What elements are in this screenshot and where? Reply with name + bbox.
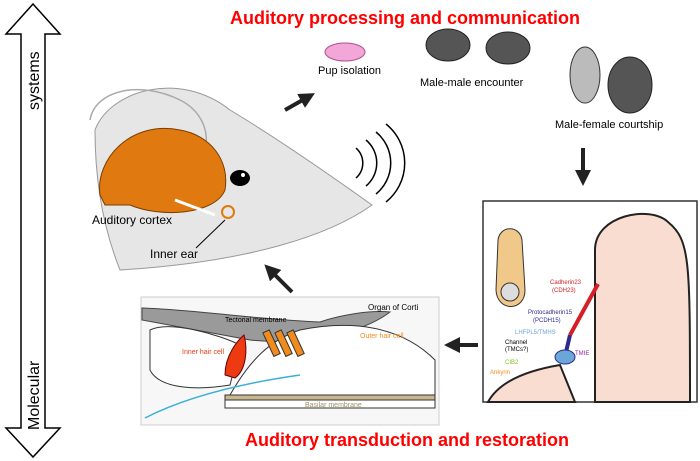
- cdh23-label: Cadherin23: [550, 280, 582, 286]
- stereocilia-panel: [482, 200, 698, 403]
- male-mouse-1: [425, 28, 471, 62]
- transduction-complex: [554, 349, 576, 365]
- tip-link-cdh23: [568, 283, 600, 336]
- brain: [99, 128, 227, 214]
- inner-ear-label: Inner ear: [150, 247, 198, 261]
- systems-label: systems: [26, 51, 43, 110]
- basilar-membrane: [224, 394, 436, 401]
- male-male-label: Male-male encounter: [420, 77, 524, 89]
- tmie-label: TMIE: [575, 351, 589, 357]
- male-mouse-3: [607, 56, 653, 114]
- pup-mouse: [324, 42, 366, 62]
- tip-link-pcdh15: [564, 334, 572, 353]
- pcdh15-label: Protocadherin15: [528, 310, 573, 316]
- male-mouse-2: [485, 31, 531, 65]
- cdh23-abbr: (CDH23): [552, 288, 576, 294]
- female-mouse: [569, 46, 601, 104]
- cib2-label: CIB2: [505, 360, 519, 366]
- inner-hair-cell: [224, 334, 247, 379]
- channel-abbr: (TMCs?): [505, 347, 528, 353]
- mice: [324, 28, 653, 114]
- molecular-label: Molecular: [26, 360, 43, 430]
- organ-of-corti-panel: [140, 296, 440, 426]
- mouse-head: [89, 87, 406, 271]
- eye: [230, 170, 250, 186]
- cochlea: [221, 205, 235, 219]
- arrow-head-to-behavior: [284, 93, 315, 112]
- outer-hair-cell: [262, 329, 281, 358]
- pcdh15-abbr: (PCDH15): [533, 318, 561, 324]
- lhfpl5-label: LHFPL5/TMHS: [515, 330, 556, 336]
- inner-hair-cell-label: Inner hair cell: [182, 349, 224, 356]
- bottom-title: Auditory transduction and restoration: [245, 430, 569, 450]
- scale-double-arrow: [4, 2, 62, 459]
- tectorial-label: Tectorial membrane: [225, 317, 287, 324]
- ankyrin-label: Ankyrin: [490, 370, 510, 376]
- arrow-corti-to-head: [264, 264, 294, 294]
- pup-isolation-label: Pup isolation: [318, 65, 381, 77]
- male-female-label: Male-female courtship: [555, 119, 663, 131]
- sound-waves: [355, 123, 406, 203]
- outer-hair-cell-label: Outer hair cell: [360, 333, 404, 340]
- basilar-label: Basilar membrane: [305, 402, 362, 409]
- auditory-cortex-label: Auditory cortex: [92, 213, 172, 227]
- corti-title: Organ of Corti: [368, 303, 418, 312]
- channel-label: Channel: [505, 340, 527, 346]
- top-title: Auditory processing and communication: [230, 8, 580, 28]
